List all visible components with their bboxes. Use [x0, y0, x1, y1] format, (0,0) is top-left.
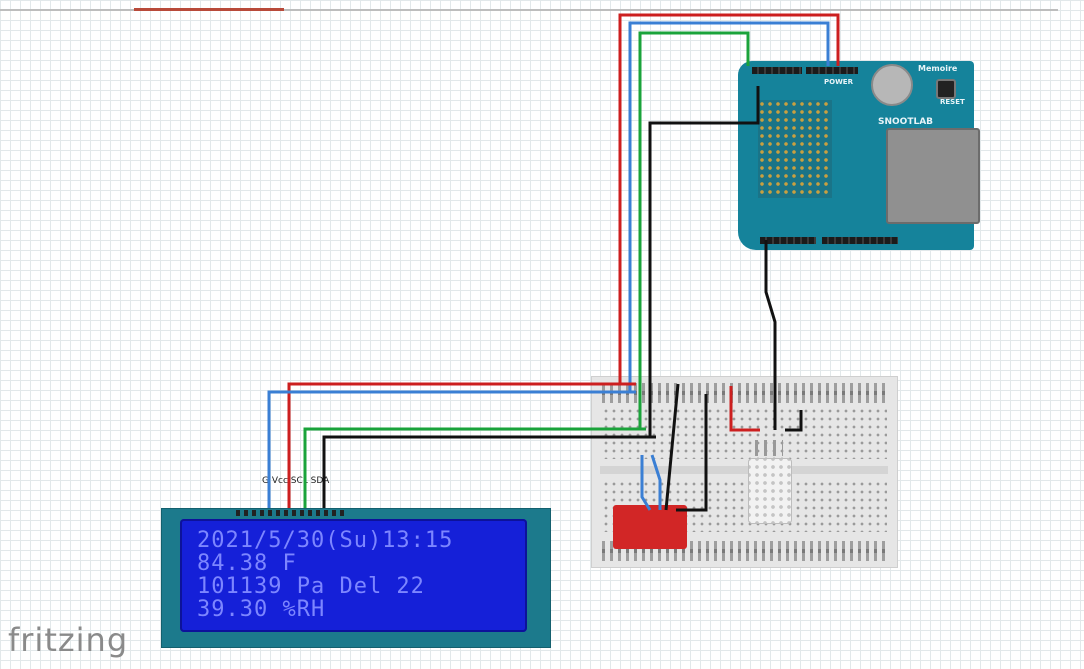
shield-proto-area: [758, 100, 832, 198]
lcd-header-pins: [236, 510, 346, 516]
lcd-line-1: 2021/5/30(Su)13:15: [197, 528, 454, 553]
shield-brand-main: SNOOTLAB: [878, 117, 934, 127]
humidity-sensor-pins: [755, 440, 783, 456]
lcd-pin-label: G Vcc SCL SDA: [262, 476, 330, 486]
humidity-sensor[interactable]: [748, 458, 792, 524]
coin-cell-battery: [871, 64, 913, 106]
breadboard-channel: [600, 466, 888, 474]
breadboard-bottom-rail-2: [602, 549, 887, 561]
sd-card-slot: [886, 128, 980, 224]
shield-reset-label: RESET: [940, 98, 965, 106]
shield-header-top-power: [806, 67, 858, 74]
shield-power-label: POWER: [824, 78, 853, 86]
lcd-line-4: 39.30 %RH: [197, 597, 326, 622]
lcd-screen: [180, 519, 527, 632]
breadboard-top-rail-2: [602, 391, 887, 403]
reset-button[interactable]: [936, 79, 956, 99]
lcd-line-2: 84.38 F: [197, 551, 297, 576]
breadboard-upper-holes: [602, 407, 887, 459]
shield-header-bottom-right: [822, 237, 898, 244]
top-divider: [0, 9, 1058, 11]
shield-brand-top: Memoire: [918, 64, 958, 73]
shield-header-top-left: [752, 67, 802, 74]
lcd-line-3: 101139 Pa Del 22: [197, 574, 425, 599]
top-tab-accent: [134, 8, 284, 11]
fritzing-logo: fritzing: [8, 621, 129, 659]
shield-header-bottom-left: [760, 237, 816, 244]
pressure-sensor-board[interactable]: [613, 505, 687, 549]
